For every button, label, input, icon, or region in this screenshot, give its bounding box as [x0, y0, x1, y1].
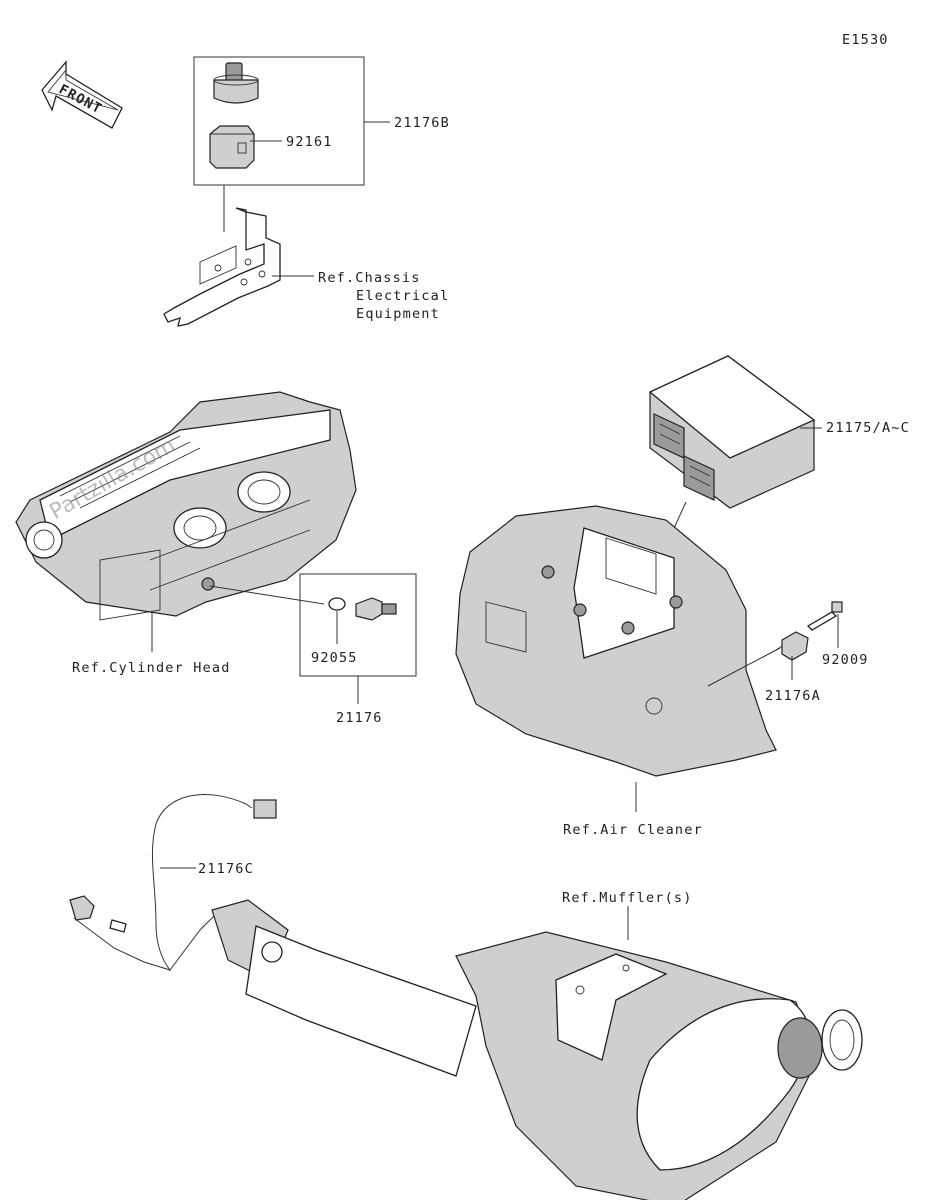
label-ref-chassis-1[interactable]: Ref.Chassis — [318, 270, 421, 286]
label-92055[interactable]: 92055 — [311, 650, 358, 666]
muffler-icon — [211, 899, 863, 1200]
bolt-icon[interactable] — [806, 601, 843, 631]
label-ref-air-cleaner[interactable]: Ref.Air Cleaner — [563, 822, 703, 838]
front-arrow-icon: FRONT — [41, 60, 123, 129]
relay-box-group: 21176B 92161 — [193, 56, 450, 186]
relay-socket-icon[interactable] — [209, 125, 255, 169]
label-ref-chassis-2: Electrical — [356, 288, 449, 304]
label-21176C[interactable]: 21176C — [198, 861, 254, 877]
relay-icon[interactable] — [213, 62, 259, 104]
gasket-ring-icon[interactable] — [328, 597, 346, 611]
intake-air-sensor-icon[interactable] — [775, 631, 809, 661]
cylinder-head-icon — [15, 391, 357, 621]
mounting-bracket-icon — [163, 207, 281, 327]
ecu-module-icon[interactable] — [648, 355, 816, 509]
label-ref-cylinder-head[interactable]: Ref.Cylinder Head — [72, 660, 231, 676]
oxygen-sensor-icon[interactable] — [69, 793, 277, 971]
label-21176A[interactable]: 21176A — [765, 688, 821, 704]
label-21176B[interactable]: 21176B — [394, 115, 450, 131]
diagram-code: E1530 — [842, 32, 889, 48]
label-21176[interactable]: 21176 — [336, 710, 383, 726]
callout-box-21176B — [193, 56, 365, 186]
label-ref-muffler[interactable]: Ref.Muffler(s) — [562, 890, 693, 906]
label-21175[interactable]: 21175/A~C — [826, 420, 910, 436]
air-cleaner-housing-icon — [455, 505, 777, 777]
label-ref-chassis-3: Equipment — [356, 306, 440, 322]
label-92161[interactable]: 92161 — [286, 134, 333, 150]
label-92009[interactable]: 92009 — [822, 652, 869, 668]
temperature-sensor-icon[interactable] — [355, 597, 397, 621]
